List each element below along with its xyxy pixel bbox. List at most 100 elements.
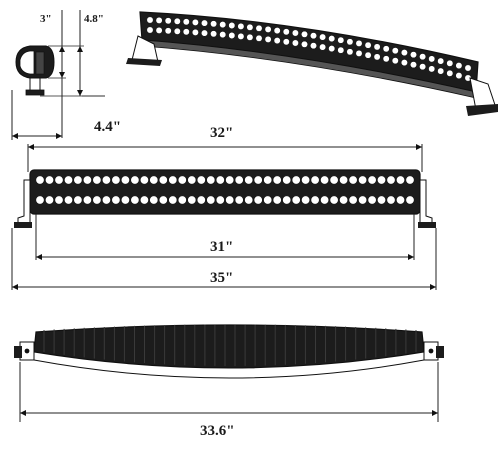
led-lens — [177, 175, 187, 185]
led-lens — [382, 45, 390, 53]
led-lens — [310, 195, 320, 205]
led-lens — [234, 175, 244, 185]
side-profile-view: 3" 4.8" 4.4" — [11, 10, 121, 140]
led-lens — [367, 175, 377, 185]
led-lens — [228, 22, 236, 29]
led-lens — [400, 49, 408, 57]
led-lens — [282, 175, 292, 185]
led-lens — [35, 175, 45, 185]
led-lens — [263, 175, 273, 185]
top-view-left-bracket — [14, 341, 35, 361]
led-lens — [437, 57, 445, 65]
led-lens — [92, 175, 102, 185]
led-lens — [386, 195, 396, 205]
led-lens — [191, 18, 199, 26]
led-lens — [101, 175, 111, 185]
led-lens — [155, 26, 163, 34]
led-lens — [158, 175, 168, 185]
led-lens — [54, 175, 64, 185]
led-lens — [455, 72, 463, 80]
led-lens — [348, 195, 358, 205]
led-lens — [244, 195, 254, 205]
led-lens — [328, 45, 336, 53]
led-lens — [101, 195, 111, 205]
led-lens — [244, 175, 254, 185]
led-lens — [428, 65, 436, 73]
led-lens — [246, 23, 254, 31]
led-lens — [44, 195, 54, 205]
led-lens — [225, 195, 235, 205]
front-view: 32" 31" 35" — [11, 125, 437, 290]
led-lens — [168, 195, 178, 205]
top-view-right-bracket — [423, 341, 444, 361]
side-profile-lens — [19, 50, 35, 75]
top-view: 33.6" — [14, 324, 444, 439]
led-lens — [158, 195, 168, 205]
led-lens — [64, 195, 74, 205]
led-lens — [253, 195, 263, 205]
led-lens — [35, 195, 45, 205]
front-left-bracket — [17, 179, 31, 227]
led-lens — [405, 195, 415, 205]
led-lens — [173, 17, 181, 25]
led-lens — [455, 62, 463, 70]
led-lens — [263, 195, 273, 205]
led-lens — [219, 31, 227, 39]
led-lens — [320, 195, 330, 205]
led-lens — [164, 27, 172, 35]
led-lens — [410, 51, 417, 59]
led-lens — [373, 43, 381, 51]
led-lens — [376, 195, 386, 205]
led-lens — [168, 175, 178, 185]
led-lens — [391, 57, 399, 65]
led-lens — [355, 39, 363, 47]
led-lens — [237, 22, 245, 30]
led-lens — [237, 32, 245, 40]
led-lens — [206, 195, 216, 205]
led-lens — [210, 20, 218, 28]
led-lens — [234, 195, 244, 205]
led-lens — [149, 175, 159, 185]
dim-label-32in: 32" — [210, 125, 233, 141]
led-lens — [201, 19, 208, 27]
led-lens — [382, 55, 390, 63]
led-lens — [328, 35, 336, 43]
led-lens — [419, 63, 427, 71]
led-lens — [187, 175, 197, 185]
front-led-grid — [35, 175, 415, 205]
led-lens — [319, 43, 327, 51]
led-lens — [139, 195, 149, 205]
led-lens — [301, 40, 308, 48]
led-lens — [339, 175, 349, 185]
led-lens — [410, 61, 417, 69]
led-lens — [73, 175, 83, 185]
led-lens — [373, 53, 381, 61]
led-lens — [215, 195, 225, 205]
led-lens — [319, 33, 327, 41]
led-lens — [358, 175, 368, 185]
led-lens — [111, 195, 121, 205]
led-lens — [215, 175, 225, 185]
led-lens — [187, 195, 197, 205]
led-lens — [228, 32, 236, 39]
led-lens — [339, 195, 349, 205]
led-lens — [291, 175, 301, 185]
led-lens — [337, 46, 345, 54]
led-lens — [282, 38, 290, 46]
led-lens — [282, 195, 292, 205]
led-lens — [246, 33, 254, 41]
led-lens — [182, 18, 190, 26]
led-lens — [155, 16, 163, 24]
led-lens — [146, 26, 154, 34]
led-lens — [64, 175, 74, 185]
led-lens — [196, 175, 206, 185]
led-lens — [139, 175, 149, 185]
led-lens — [182, 28, 190, 36]
led-lens — [291, 29, 299, 37]
led-lens — [301, 30, 308, 38]
led-lens — [272, 175, 282, 185]
front-right-bracket — [419, 179, 433, 227]
led-lens — [301, 175, 311, 185]
led-lens — [130, 195, 140, 205]
